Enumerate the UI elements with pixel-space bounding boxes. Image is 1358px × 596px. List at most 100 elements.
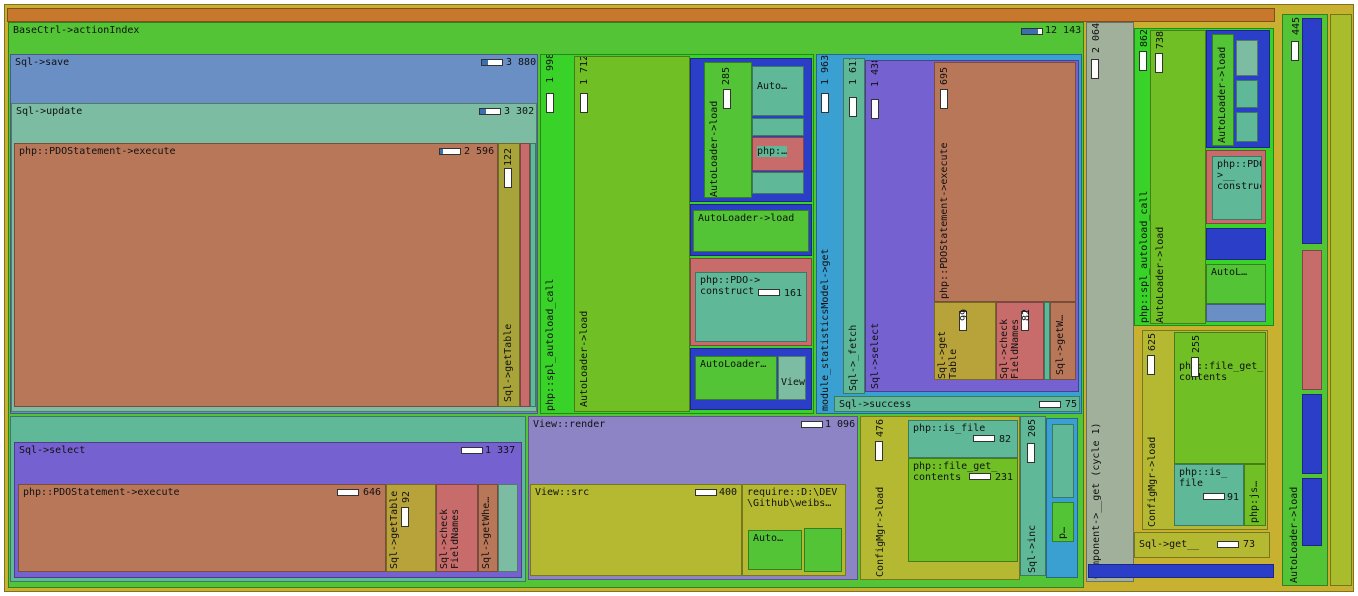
- file-get-1-node[interactable]: php::file_get_ contents 255: [1174, 332, 1266, 464]
- autol-small-label: AutoL…: [1211, 267, 1248, 278]
- spl-autoload-1-bar: [546, 93, 554, 113]
- get-table-1-node[interactable]: 122 Sql->getTable: [498, 143, 520, 407]
- al-load-5-node[interactable]: 738 AutoLoader->load: [1150, 30, 1206, 324]
- check-fields-2-node[interactable]: Sql->check FieldNames: [436, 484, 478, 572]
- sql-success-node[interactable]: Sql->success 75: [834, 396, 1080, 412]
- autol-small-node[interactable]: AutoL…: [1206, 264, 1266, 304]
- auto-2-label: Auto…: [753, 533, 784, 544]
- teal-strip-1[interactable]: [530, 143, 536, 407]
- pdo-construct-label: php::PDO-> construct: [700, 275, 761, 297]
- far-right-edge[interactable]: [1330, 14, 1352, 586]
- far-right-strip-4[interactable]: [1302, 478, 1322, 546]
- get-w-1-node[interactable]: Sql->getW…: [1050, 302, 1076, 380]
- teal-strip-2[interactable]: [1044, 302, 1050, 380]
- view-small-label: View:…: [781, 377, 806, 388]
- get-table-3-node[interactable]: 92 Sql->getTable: [386, 484, 436, 572]
- far-right-strip-3[interactable]: [1302, 394, 1322, 474]
- get-table-1-value: 122: [503, 147, 514, 166]
- teal-strip-3[interactable]: [498, 484, 518, 572]
- sql-select-2-label: Sql->select: [19, 445, 86, 456]
- file-get-1-bar: [1191, 357, 1199, 377]
- view-src-node[interactable]: View::src 400: [530, 484, 742, 576]
- sql-inc-node[interactable]: 205 Sql->inc: [1020, 416, 1046, 576]
- file-get-2-label: php::file_get_ contents: [913, 461, 998, 483]
- get-table-3-bar: [401, 507, 409, 527]
- pdo-execute-2-value: 695: [939, 66, 950, 85]
- view-render-bar: [801, 421, 823, 428]
- blue-bar-box[interactable]: [1206, 228, 1266, 260]
- get-table-3-label: Sql->getTable: [389, 490, 400, 569]
- al-load-2-node[interactable]: 285 AutoLoader->load: [704, 62, 752, 198]
- small-box-a[interactable]: [1236, 40, 1258, 76]
- pdo-execute-2-bar: [940, 89, 948, 109]
- al-load-5-value: 738: [1155, 30, 1166, 49]
- check-fields-1-label: Sql->check FieldNames: [999, 318, 1021, 379]
- sql-save-bar: [481, 59, 503, 66]
- far-right-strip-2[interactable]: [1302, 250, 1322, 390]
- red-strip-1[interactable]: [520, 143, 530, 407]
- strip-box-1[interactable]: [1206, 304, 1266, 322]
- sql-inc-label: Sql->inc: [1027, 524, 1038, 573]
- al-load-1-node[interactable]: 1 712 AutoLoader->load: [574, 56, 690, 412]
- get-whe-node[interactable]: Sql->getWhe…: [478, 484, 498, 572]
- php-small-node[interactable]: php:…: [752, 137, 804, 171]
- file-get-2-value: 231: [995, 472, 1014, 483]
- file-get-2-node[interactable]: php::file_get_ contents 231: [908, 458, 1018, 562]
- check-fields-2-label: Sql->check FieldNames: [439, 508, 461, 569]
- pdo-execute-3-value: 646: [363, 487, 382, 498]
- is-file-1-node[interactable]: php::is_ file 91: [1174, 464, 1244, 526]
- pdo-construct-node[interactable]: php::PDO-> construct 161: [695, 272, 807, 342]
- orange-band[interactable]: [7, 8, 1275, 22]
- module-get-bar: [821, 93, 829, 113]
- auto-2-node[interactable]: Auto…: [748, 530, 802, 570]
- pdo-execute-1-value: 2 596: [464, 146, 495, 157]
- is-file-2-label: php::is_file: [913, 423, 986, 434]
- sql-success-value: 75: [1065, 399, 1078, 410]
- blue-bottom-band[interactable]: [1088, 564, 1274, 578]
- sql-get-node[interactable]: Sql->get__ 73: [1134, 532, 1270, 558]
- small-box-b[interactable]: [1236, 80, 1258, 108]
- auto-small-node[interactable]: Auto…: [752, 66, 804, 116]
- al-load-4-label: AutoLoader…: [700, 359, 767, 370]
- get-table-2-node[interactable]: 99 Sql->get Table: [934, 302, 996, 380]
- sql-get-bar: [1217, 541, 1239, 548]
- spl-autoload-2-label: php::spl_autoload_call: [1139, 190, 1150, 323]
- al-load-2-value: 285: [721, 66, 732, 85]
- pdo-execute-1-node[interactable]: php::PDOStatement->execute 2 596: [14, 143, 498, 407]
- is-file-2-node[interactable]: php::is_file 82: [908, 420, 1018, 458]
- sql-save-value: 3 880: [506, 57, 537, 68]
- far-right-strip-1[interactable]: [1302, 18, 1322, 244]
- view-src-bar: [695, 489, 717, 496]
- al-load-5-label: AutoLoader->load: [1155, 226, 1166, 323]
- bar-node-2[interactable]: [752, 172, 804, 194]
- php-js-node[interactable]: php:js…: [1244, 464, 1266, 526]
- al-load-4-node[interactable]: AutoLoader…: [695, 356, 777, 400]
- bar-node-1[interactable]: [752, 118, 804, 136]
- al-load-3-node[interactable]: AutoLoader->load: [693, 210, 809, 252]
- is-file-2-value: 82: [999, 434, 1012, 445]
- check-fields-1-node[interactable]: 82 Sql->check FieldNames: [996, 302, 1044, 380]
- al-load-2-bar: [723, 89, 731, 109]
- sql-fetch-value: 1 611: [848, 58, 859, 85]
- pdo-execute-1-label: php::PDOStatement->execute: [19, 146, 176, 157]
- sql-select-1-label: Sql->select: [870, 322, 881, 389]
- p-small-node[interactable]: p…: [1052, 502, 1074, 542]
- sql-success-bar: [1039, 401, 1061, 408]
- pdo-execute-2-node[interactable]: 695 php::PDOStatement->execute: [934, 62, 1076, 302]
- auto-2-side[interactable]: [804, 528, 842, 572]
- al-load-6-node[interactable]: AutoLoader->load: [1212, 34, 1234, 146]
- component-get-value: 2 064: [1091, 22, 1102, 53]
- pdo-construct-2-node[interactable]: php::PDO- >__ construct: [1212, 156, 1262, 220]
- get-table-1-label: Sql->getTable: [503, 323, 514, 402]
- small-box-c[interactable]: [1236, 112, 1258, 142]
- teal-box-1[interactable]: [1052, 424, 1074, 498]
- module-get-value: 1 963: [820, 54, 831, 85]
- pdo-execute-3-label: php::PDOStatement->execute: [23, 487, 180, 498]
- spl-autoload-2-value: 862: [1139, 28, 1150, 47]
- sql-fetch-bar: [849, 97, 857, 117]
- sql-fetch-node[interactable]: 1 611 Sql->_fetch: [843, 58, 865, 394]
- sql-fetch-label: Sql->_fetch: [848, 324, 859, 391]
- view-small-node[interactable]: View:…: [778, 356, 806, 400]
- component-get-node[interactable]: 2 064 Component->__get (cycle 1): [1086, 22, 1134, 582]
- pdo-execute-3-node[interactable]: php::PDOStatement->execute 646: [18, 484, 386, 572]
